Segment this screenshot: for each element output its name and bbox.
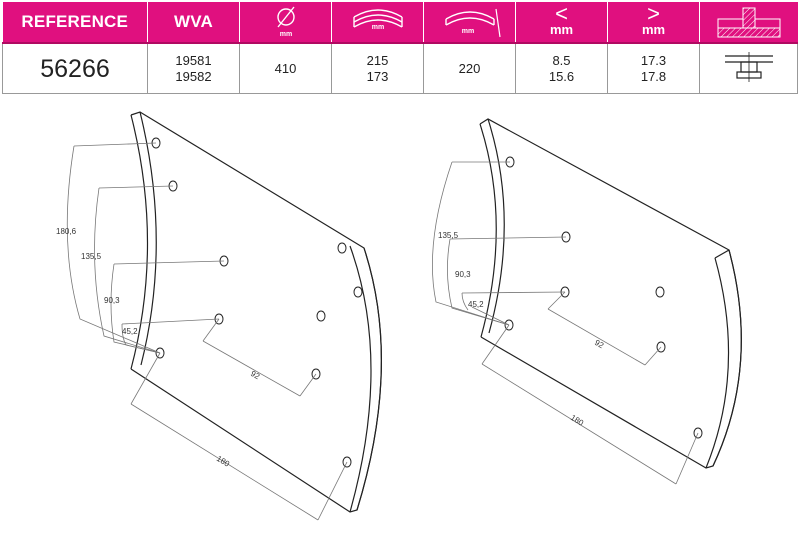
rivet-section-icon	[717, 7, 781, 38]
lining-left-back-curve-outer	[356, 247, 382, 511]
dim-right-spacing: 92	[593, 338, 606, 351]
header-reference: REFERENCE	[2, 2, 148, 44]
radius-unit: mm	[461, 28, 473, 35]
lining-width-icon: mm	[352, 9, 403, 31]
max-unit: mm	[641, 22, 666, 37]
rivet-hole	[316, 310, 326, 322]
rivet-holes-right	[504, 156, 703, 439]
rivet-profile-icon	[724, 51, 773, 82]
max-value: 17.3 17.8	[607, 43, 700, 94]
wva-value: 19581 19582	[147, 43, 240, 94]
dim-left-spacing: 92	[249, 369, 262, 382]
lining-left-edge-inner	[139, 111, 157, 366]
dim-left-d3: 90,3	[104, 296, 120, 305]
min-value-2: 15.6	[548, 68, 575, 84]
header-row: REFERENCE WVA mm mm	[2, 1, 798, 44]
lining-right-back-curve-outer	[712, 249, 742, 467]
technical-drawing: 180,6 135,5 90,3 45,2 92 180 135,5 90,3 …	[56, 111, 742, 521]
dim-left-d2: 135,5	[81, 252, 102, 261]
rivet-holes-left	[151, 137, 363, 468]
header-rivet	[699, 2, 798, 44]
dim-left-d4: 45,2	[122, 327, 138, 336]
data-row: 56266 19581 19582 410 215 173 220 8.5 15…	[2, 43, 798, 94]
header-diameter: mm	[239, 2, 332, 44]
width-unit: mm	[371, 24, 383, 31]
width-value-1: 215	[366, 52, 389, 68]
dimension-lines-left	[66, 142, 348, 521]
header-width: mm	[331, 2, 424, 44]
diameter-icon: mm	[276, 6, 295, 38]
max-value-2: 17.8	[640, 68, 667, 84]
wva-value-1: 19581	[175, 52, 212, 68]
reference-value: 56266	[2, 43, 148, 94]
lining-left-curved-edge	[130, 114, 149, 370]
width-value-2: 173	[366, 68, 389, 84]
lining-left-outline	[130, 111, 382, 513]
radius-value: 220	[423, 43, 516, 94]
dim-right-d2: 90,3	[455, 270, 471, 279]
rivet-profile-cell	[699, 43, 798, 94]
lining-right-outline	[479, 118, 742, 469]
min-symbol: <	[555, 1, 568, 26]
rivet-hole	[353, 286, 363, 298]
lining-left-back-curve	[349, 245, 372, 513]
lining-right-edge-inner	[487, 118, 505, 334]
diameter-value: 410	[239, 43, 332, 94]
brake-lining-left	[130, 111, 382, 513]
header-max: >mm	[607, 1, 700, 44]
rivet-hole	[655, 286, 665, 298]
dim-right-d3: 45,2	[468, 300, 484, 309]
max-symbol: >	[647, 1, 660, 26]
width-value: 215 173	[331, 43, 424, 94]
lining-right-curved-edge	[479, 123, 497, 338]
lining-right-back-curve	[705, 257, 730, 469]
brake-lining-right	[479, 118, 742, 469]
dim-right-d1: 135,5	[438, 231, 459, 240]
rivet-hole	[337, 242, 347, 254]
min-value-1: 8.5	[552, 52, 571, 68]
dim-left-length: 180	[215, 454, 232, 469]
wva-value-2: 19582	[175, 68, 212, 84]
dim-left-d1: 180,6	[56, 227, 77, 236]
header-wva: WVA	[147, 2, 240, 44]
dimension-labels-right: 135,5 90,3 45,2 92 180	[438, 231, 606, 428]
max-value-1: 17.3	[640, 52, 667, 68]
header-min: <mm	[515, 1, 608, 44]
min-unit: mm	[549, 22, 574, 37]
diameter-unit: mm	[279, 31, 291, 38]
dim-right-length: 180	[569, 413, 586, 428]
curvature-radius-icon: mm	[444, 8, 501, 38]
header-radius: mm	[423, 2, 516, 44]
spec-table: REFERENCE WVA mm mm	[2, 2, 798, 94]
min-value: 8.5 15.6	[515, 43, 608, 94]
dimension-lines-right	[432, 161, 699, 485]
